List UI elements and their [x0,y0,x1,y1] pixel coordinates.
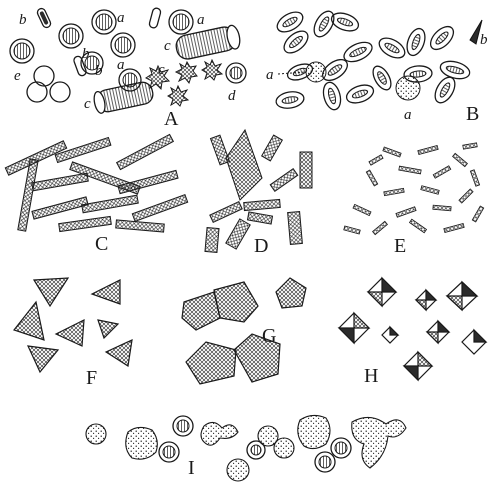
panel-a-sublabel-d: d [228,88,236,104]
panel-a-sublabel-c1: c [164,38,171,54]
panel-b-sublabel-a2: a [404,107,412,123]
panel-a-label: A [164,108,179,130]
panel-i: I [85,414,407,482]
panel-h: H [337,276,488,387]
panel-a-sublabel-c2: c [158,62,165,78]
panel-c-label: C [95,233,108,255]
panel-a: b a a c b a c e c d b A [9,7,247,130]
panel-f-crystals [13,277,133,374]
panel-b-pointer-line [277,71,306,75]
panel-e-crystals [343,142,485,236]
panel-a-side-cells [36,7,162,77]
panel-f-label: F [86,367,97,389]
panel-a-sublabel-a2: a [197,12,205,28]
panel-a-pale-cells [26,65,71,103]
panel-a-sublabel-a1: a [117,10,125,26]
panel-a-sublabel-b1: b [19,12,27,28]
panel-b-spindle-cell [469,19,483,45]
panel-d-crystals [204,128,313,254]
panel-b-sublabel-b: b [480,32,488,48]
panel-a-rouleaux [93,24,241,114]
panel-i-label: I [188,457,195,479]
panel-h-crystals [337,276,488,382]
panel-a-sublabel-e: e [14,68,21,84]
panel-i-ringed-cells [158,415,352,473]
panel-a-sublabel-a3: a [117,57,125,73]
panel-a-sublabel-b2: b [95,63,103,79]
panel-b: a a b B [266,10,488,125]
panel-a-sublabel-b3: b [82,46,90,62]
panel-a-crenated-cells [145,58,224,107]
panel-b-oval-cells [275,10,471,111]
panel-d: D [204,128,313,257]
panel-g: G [181,277,307,385]
panel-b-white-cells [305,61,421,101]
panel-e-label: E [394,235,406,257]
panel-e: E [343,142,485,257]
panel-b-sublabel-a1: a [266,67,274,83]
panel-a-sublabel-c3: c [84,96,91,112]
panel-h-label: H [364,365,378,387]
panel-g-label: G [262,325,276,347]
panel-c-crystals [4,133,189,233]
panel-f: F [13,277,133,389]
panel-i-dotted-cells [85,423,295,482]
panel-i-irregular-cells [125,414,407,469]
panel-b-label: B [466,103,479,125]
panel-g-crystals [181,277,307,385]
panel-c: C [4,133,189,255]
panel-d-label: D [254,235,268,257]
